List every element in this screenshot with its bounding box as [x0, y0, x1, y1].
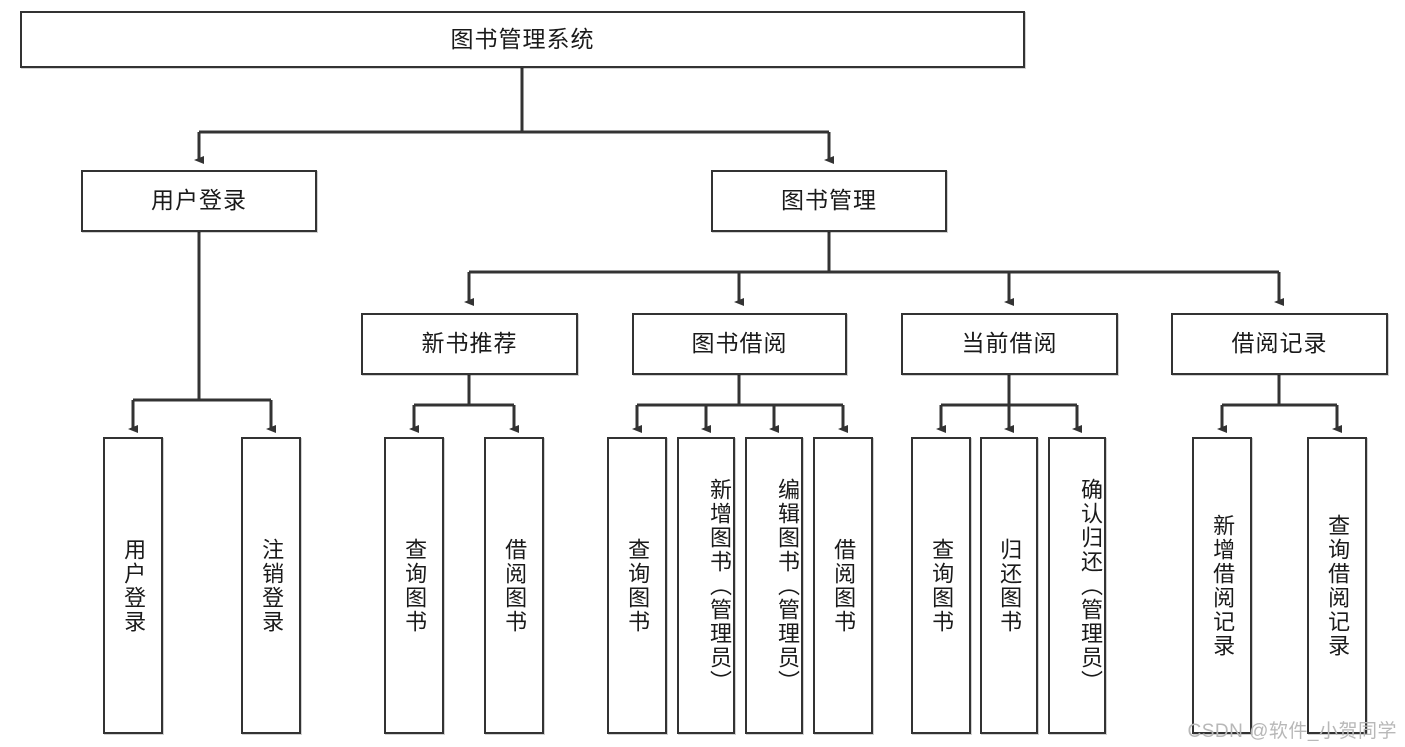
node-label: 归还图书 [997, 537, 1023, 634]
leaf-record-query-record[interactable]: 查询借阅记录 [1307, 437, 1367, 734]
leaf-recommend-query-book[interactable]: 查询图书 [384, 437, 444, 734]
node-label: 新增借阅记录 [1210, 513, 1236, 658]
node-label: 借阅图书 [831, 537, 857, 634]
leaf-borrow-add-book-admin[interactable]: 新增图书（管理员） [677, 437, 735, 734]
node-label: 编辑图书（管理员） [775, 477, 800, 694]
node-label: 借阅图书 [502, 537, 528, 634]
node-label: 查询图书 [625, 537, 651, 634]
node-label: 新书推荐 [421, 330, 518, 357]
node-user-login[interactable]: 用户登录 [81, 170, 317, 232]
node-book-management[interactable]: 图书管理 [711, 170, 947, 232]
node-label: 确认归还（管理员） [1078, 477, 1103, 694]
leaf-record-add-record[interactable]: 新增借阅记录 [1192, 437, 1252, 734]
node-label: 图书管理 [781, 187, 877, 214]
leaf-recommend-borrow-book[interactable]: 借阅图书 [484, 437, 544, 734]
node-label: 借阅记录 [1231, 330, 1328, 357]
node-label: 新增图书（管理员） [707, 477, 732, 694]
leaf-borrow-borrow-book[interactable]: 借阅图书 [813, 437, 873, 734]
node-borrow-record[interactable]: 借阅记录 [1171, 313, 1388, 375]
node-label: 图书借阅 [691, 330, 788, 357]
node-label: 查询借阅记录 [1325, 513, 1351, 658]
leaf-borrow-edit-book-admin[interactable]: 编辑图书（管理员） [745, 437, 803, 734]
leaf-current-return-book[interactable]: 归还图书 [980, 437, 1038, 734]
node-label: 用户登录 [151, 187, 247, 214]
node-root-system[interactable]: 图书管理系统 [20, 11, 1025, 68]
node-new-book-recommend[interactable]: 新书推荐 [361, 313, 578, 375]
node-label: 查询图书 [929, 537, 955, 634]
node-label: 当前借阅 [961, 330, 1058, 357]
leaf-current-query-book[interactable]: 查询图书 [911, 437, 971, 734]
node-label: 图书管理系统 [450, 25, 595, 52]
node-book-borrow[interactable]: 图书借阅 [632, 313, 847, 375]
leaf-borrow-query-book[interactable]: 查询图书 [607, 437, 667, 734]
node-label: 用户登录 [121, 537, 147, 634]
node-label: 查询图书 [402, 537, 428, 634]
watermark-text: CSDN @软件_小贺同学 [1187, 721, 1397, 742]
leaf-user-login-signin[interactable]: 用户登录 [103, 437, 163, 734]
leaf-user-login-signout[interactable]: 注销登录 [241, 437, 301, 734]
node-label: 注销登录 [259, 537, 285, 634]
node-current-borrow[interactable]: 当前借阅 [901, 313, 1118, 375]
leaf-current-confirm-return-admin[interactable]: 确认归还（管理员） [1048, 437, 1106, 734]
